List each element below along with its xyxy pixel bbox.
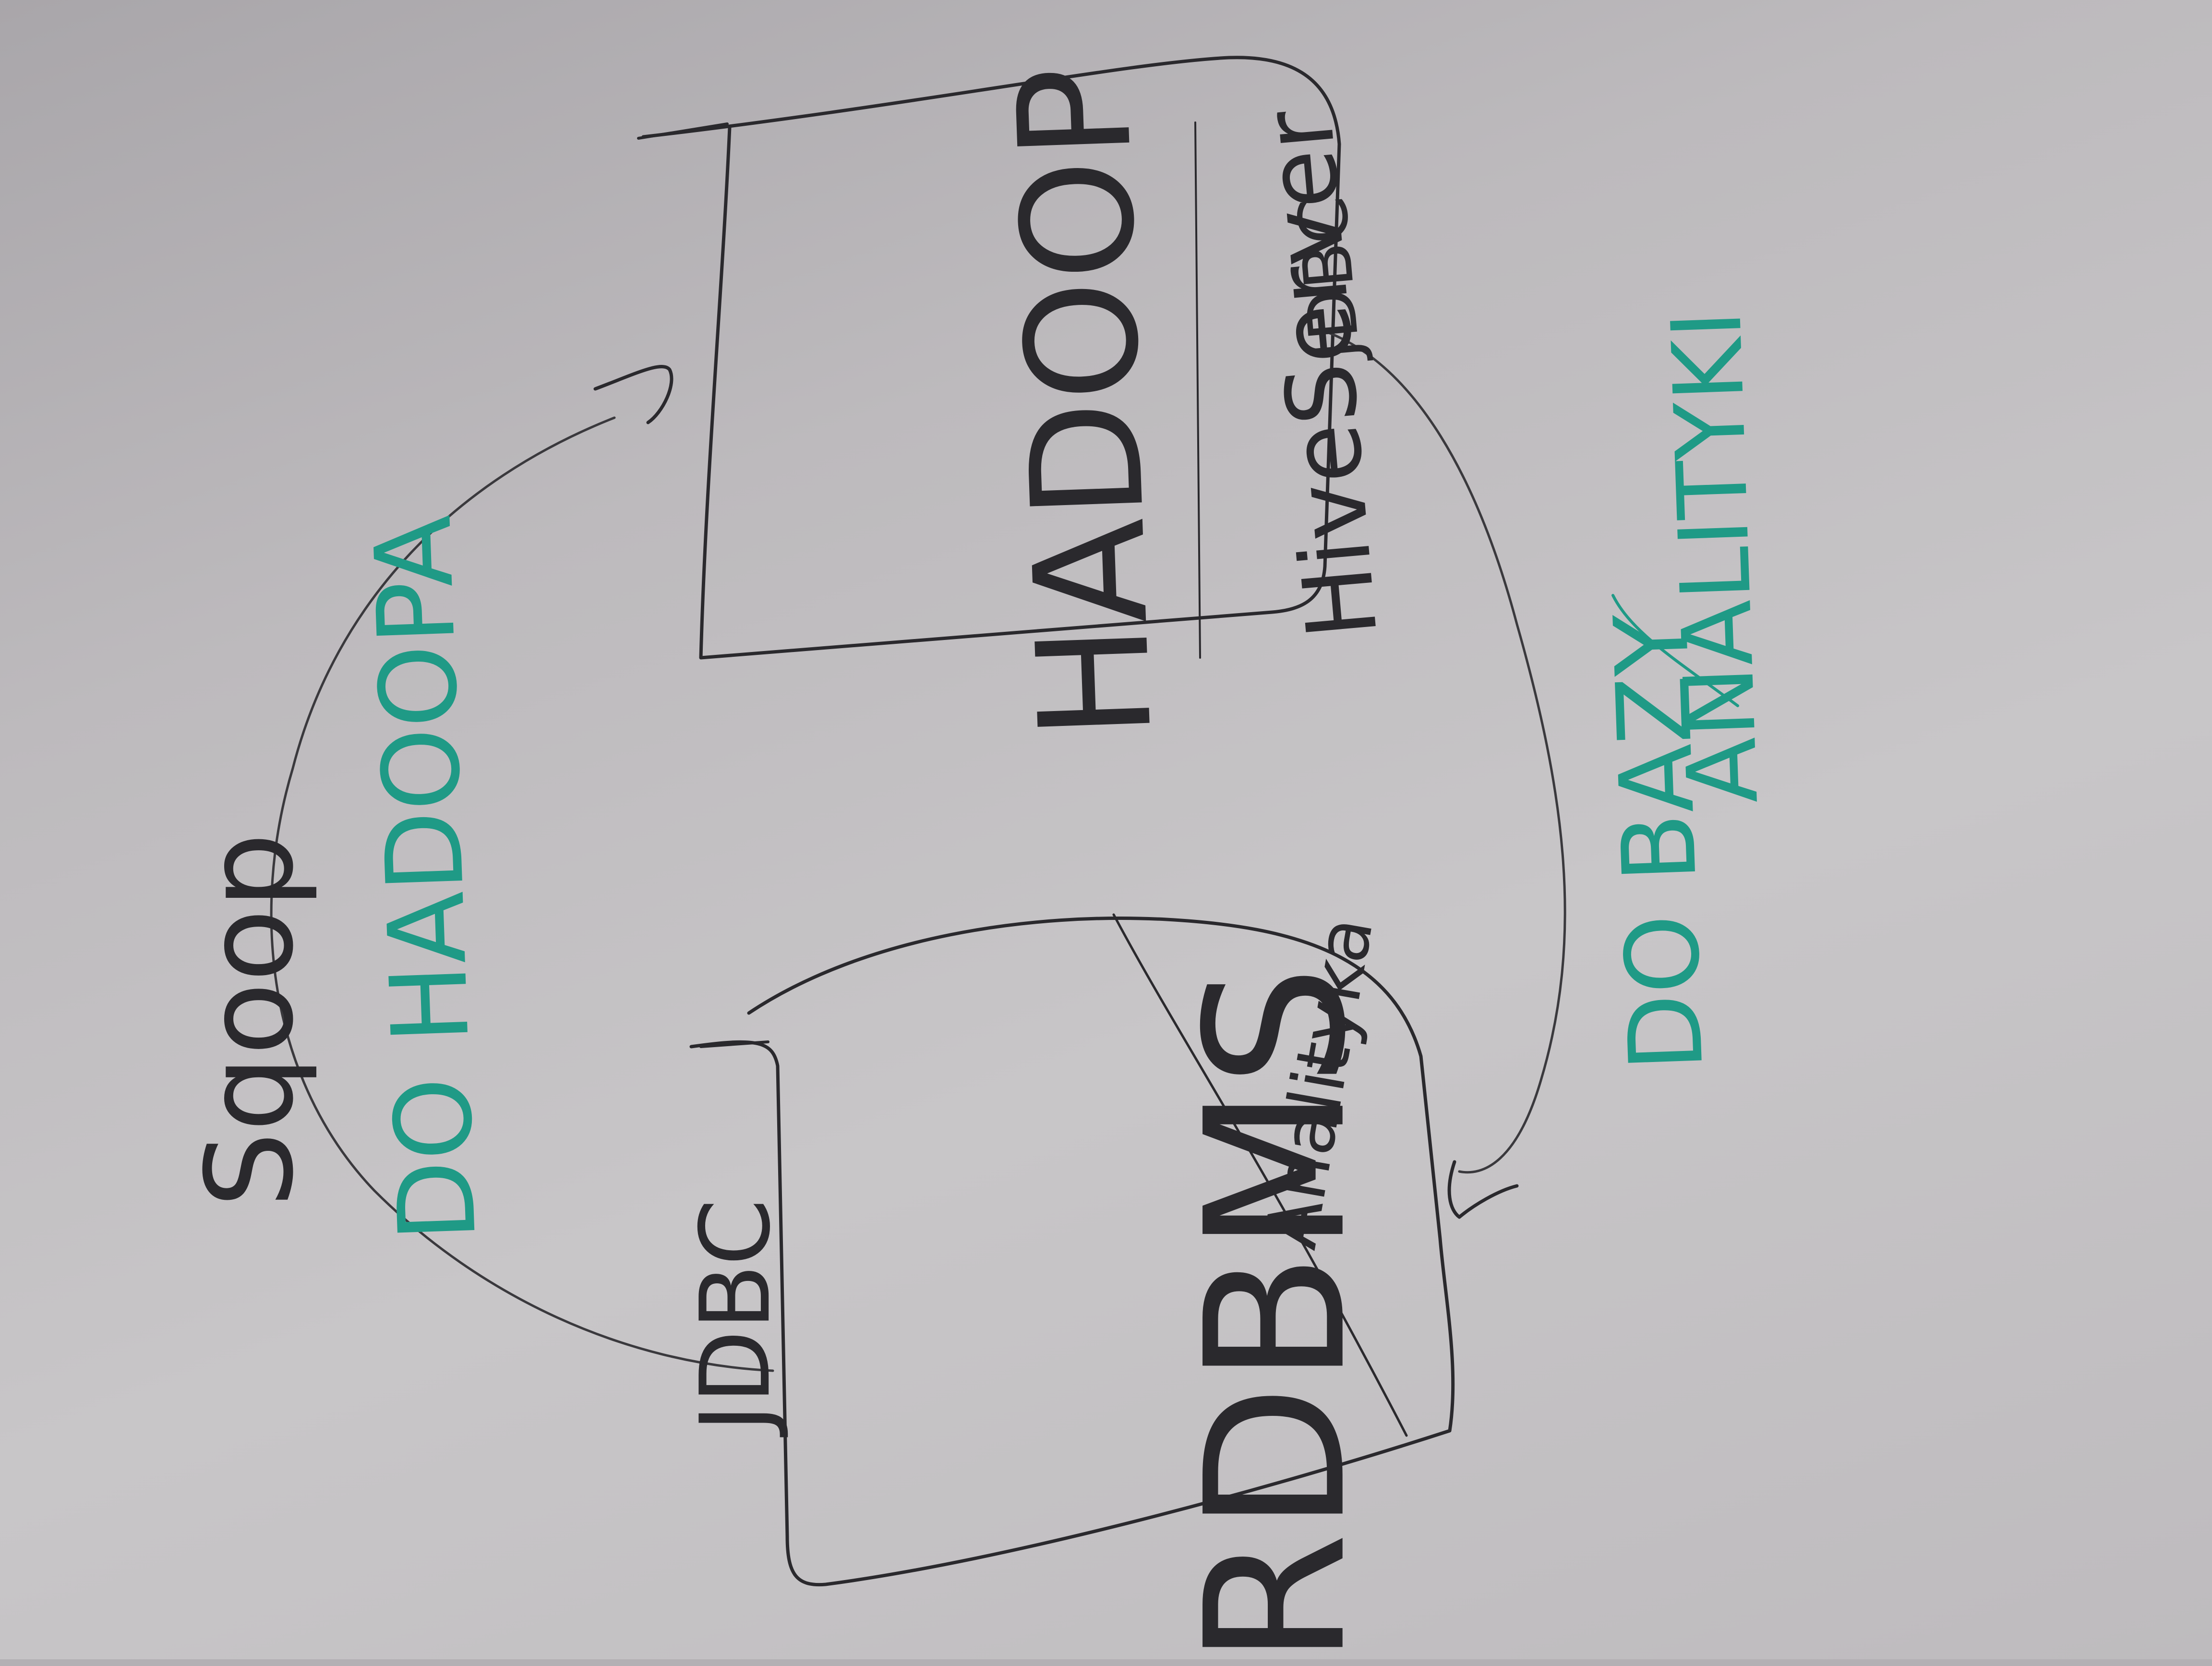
- hive-arrowhead-icon: [1447, 1160, 1519, 1219]
- rdbms-box-outline: [689, 917, 1455, 1587]
- do-hadoopa-label: DO HADOOPA: [351, 513, 500, 1244]
- hiveserver-divider: [1194, 121, 1201, 659]
- rdbms-jdbc-bar: [699, 1040, 769, 1048]
- jdbc-label: JDBC: [680, 1198, 792, 1433]
- hive-arrow-line: [1323, 330, 1566, 1174]
- sqoop-arrow-line: [270, 416, 774, 1372]
- do-bazy-slash: [1611, 594, 1739, 707]
- sqoop-arrowhead-icon: [593, 365, 673, 424]
- hadoop-box-lip: [637, 122, 729, 140]
- hadoop-label: HADOOP: [984, 63, 1187, 743]
- analityki-label: ANALITYKI: [1651, 308, 1780, 806]
- hadoop-box-outline: [641, 56, 1341, 660]
- sqoop-label: Sqoop: [180, 833, 320, 1208]
- hiveserver-jdbc-label: JDBC: [1283, 193, 1376, 363]
- analityka-divider: [1112, 913, 1408, 1437]
